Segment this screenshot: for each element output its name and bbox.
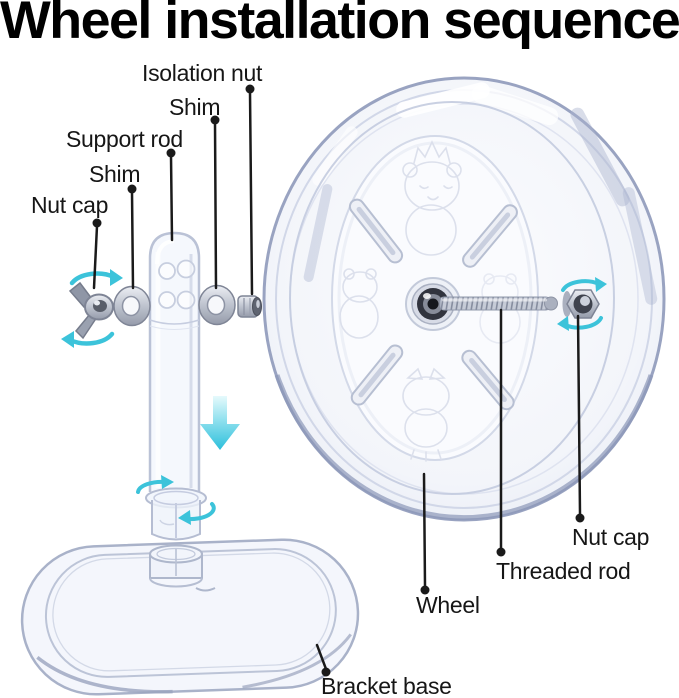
wheel-opening-edge [289,101,615,495]
wheel-illustration [262,76,666,522]
rotation-arrows-icon [61,269,123,348]
label-nut-cap-right: Nut cap [572,524,650,550]
wheel-bottom-edge [274,374,654,521]
hamster-etching-left [339,268,379,339]
label-shim-left: Shim [89,161,141,187]
bracket-base-illustration [20,538,360,696]
base-socket [149,544,216,592]
hamster-etching-crowned [402,140,462,256]
label-threaded-rod: Threaded rod [496,558,631,584]
label-shim-top: Shim [169,94,221,120]
label-bracket-base: Bracket base [321,673,452,698]
wheel-hub [405,277,461,331]
threaded-rod [439,296,558,311]
leader-dots [92,84,585,677]
label-nut-cap-left: Nut cap [31,192,109,218]
page-title: Wheel installation sequence [0,0,679,50]
rim-highlights [303,82,658,305]
rotation-arrows-icon [557,277,607,331]
rotation-arrows-icon [136,475,216,525]
nut-cap-right-part [562,289,600,319]
wing-nut-part [68,281,114,340]
down-arrow-icon [200,396,240,450]
rod-holes [158,259,196,310]
support-rod-part [148,231,201,492]
label-wheel: Wheel [416,592,480,618]
isolation-nut-part [237,295,262,318]
coupling-collar [145,487,207,541]
shim-washer-left [113,285,151,327]
shim-washer-right [198,284,236,326]
label-support-rod: Support rod [66,126,183,152]
label-isolation-nut: Isolation nut [142,60,263,86]
leader-lines [92,90,582,671]
hamster-etching-bottom [402,367,450,462]
